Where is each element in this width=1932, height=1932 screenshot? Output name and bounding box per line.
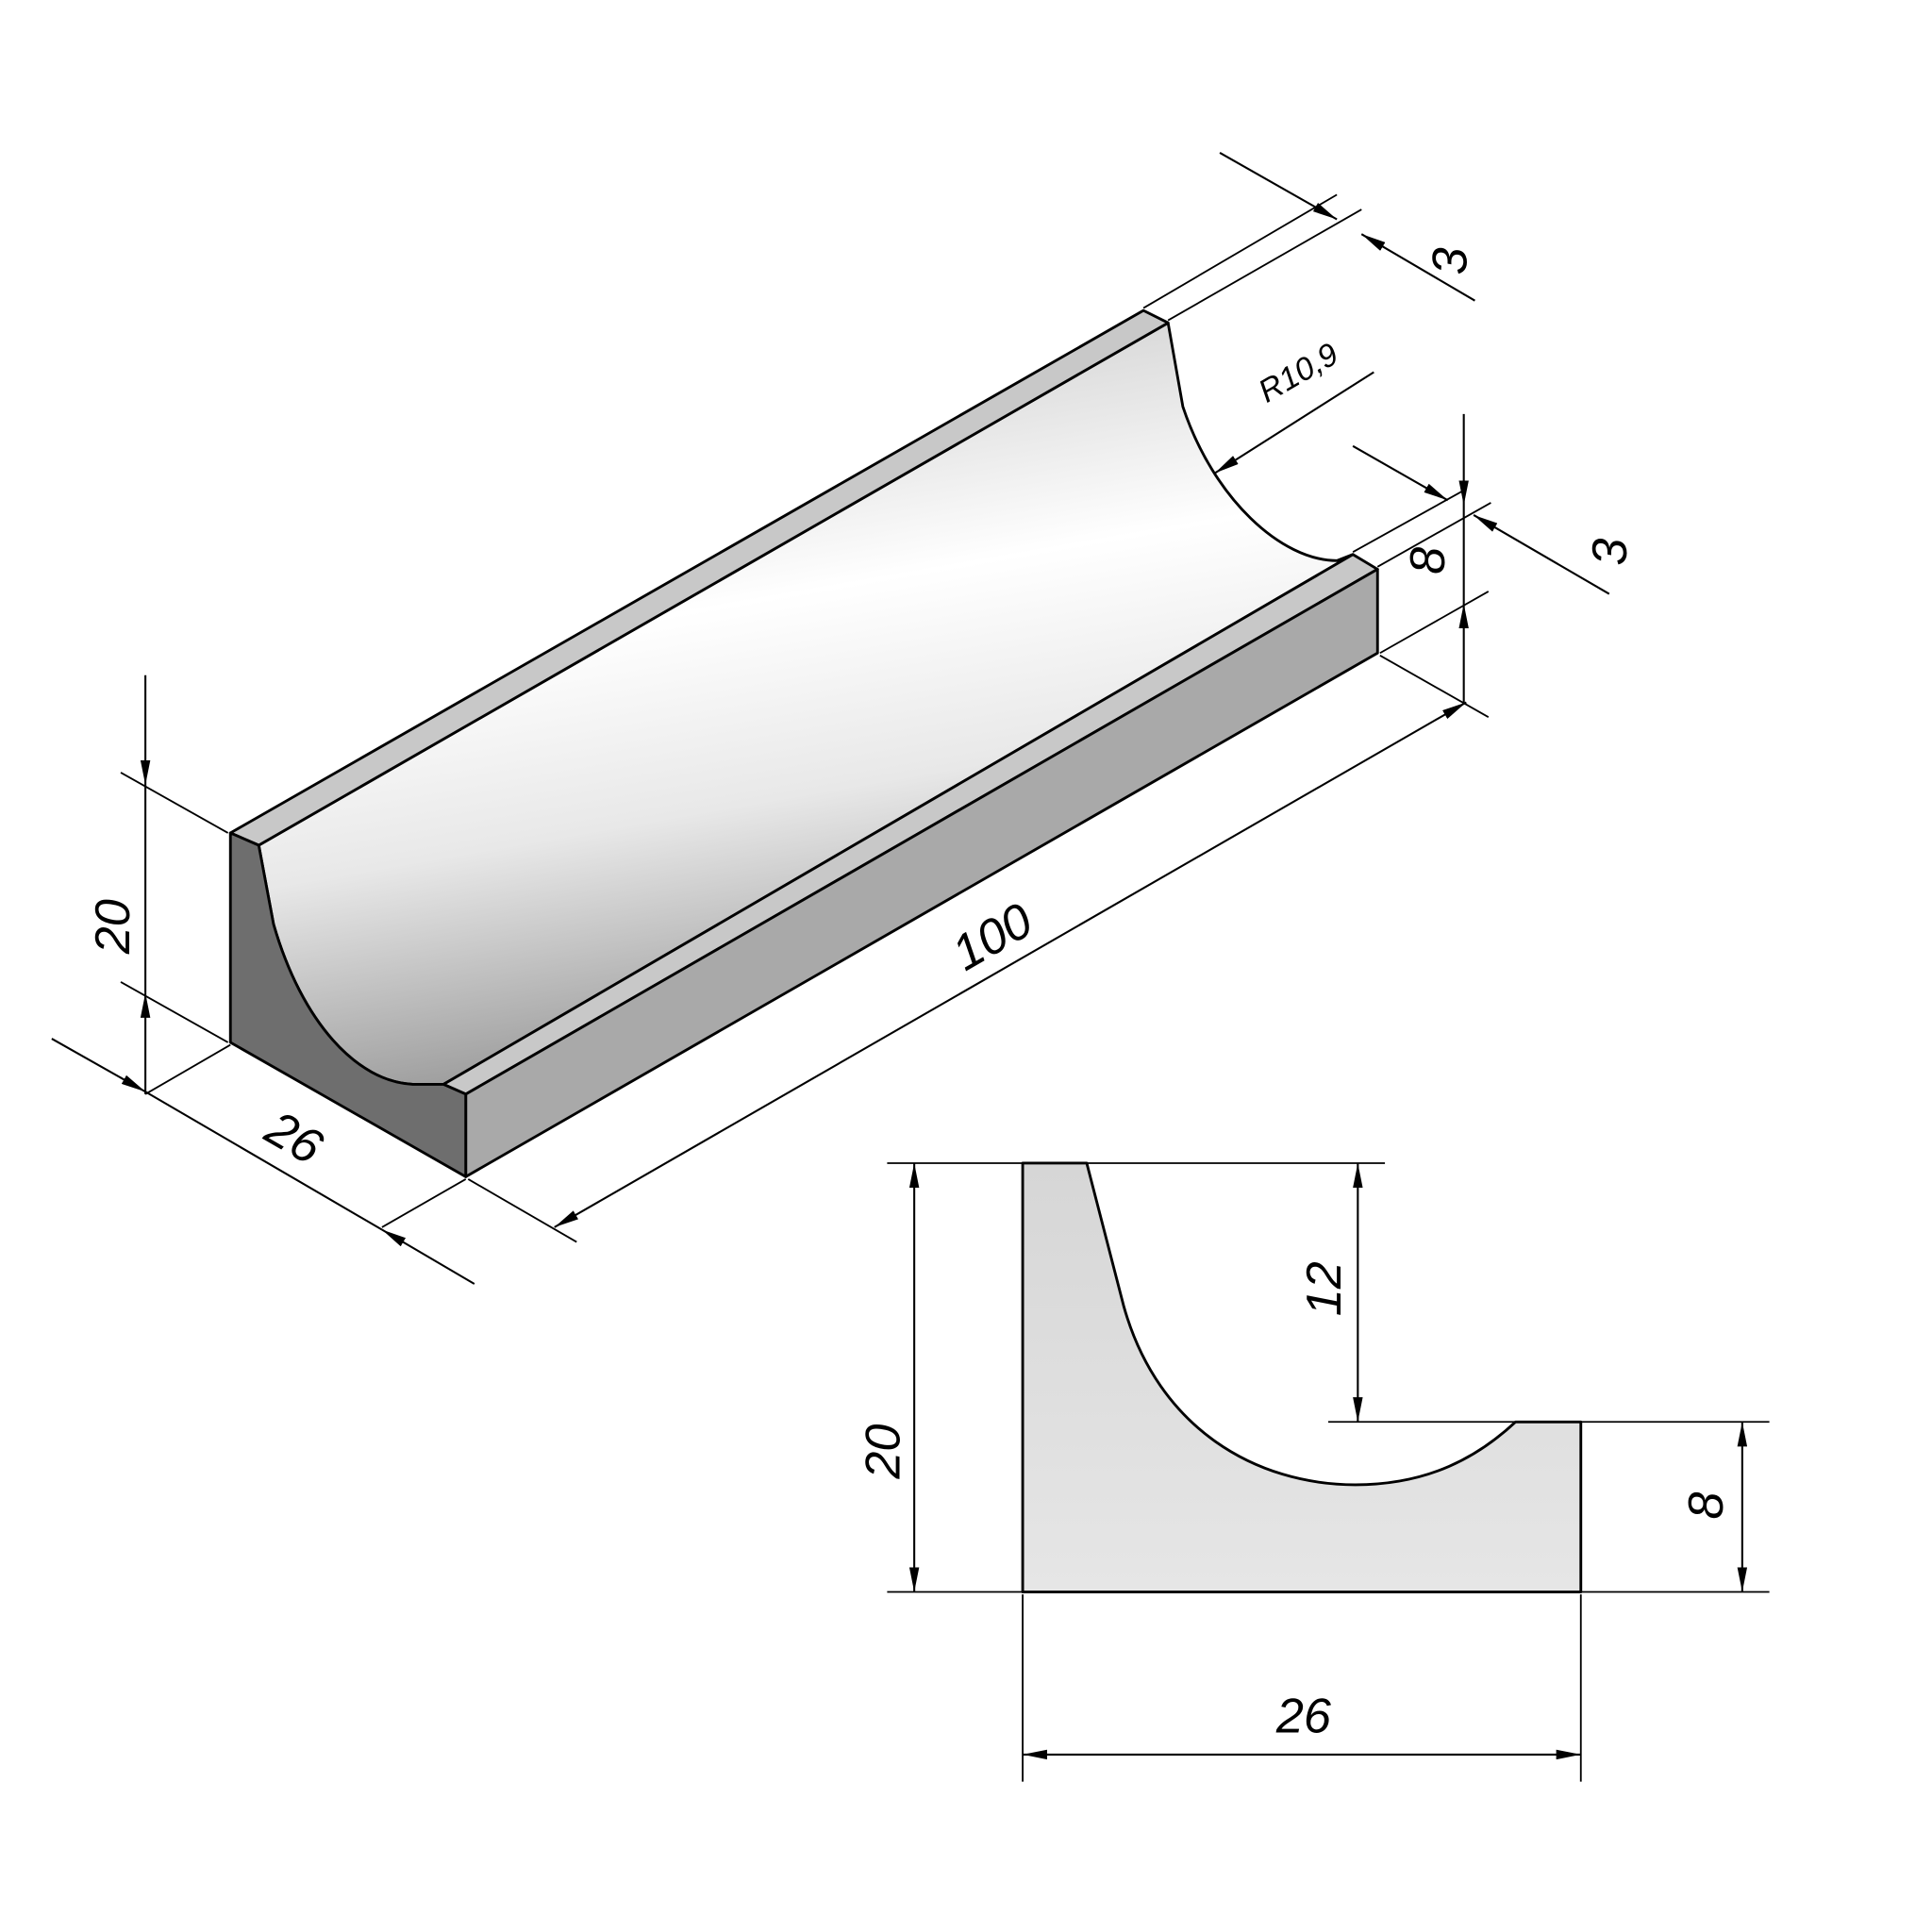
isometric-view [228, 308, 1379, 1178]
iso-width-label: 26 [256, 1100, 332, 1175]
cross-section [1021, 1161, 1583, 1593]
iso-front-rim-label: 3 [1583, 539, 1638, 566]
section-view: 20 12 8 26 [856, 1161, 1770, 1782]
section-width-label: 26 [1275, 1689, 1332, 1743]
section-height-label: 20 [856, 1424, 910, 1480]
iso-height-label: 20 [86, 899, 141, 955]
iso-length-label: 100 [943, 893, 1041, 982]
end-face [228, 831, 468, 1178]
section-channel-depth-label: 12 [1297, 1261, 1352, 1316]
iso-front-height-label: 8 [1401, 547, 1456, 575]
section-front-height-label: 8 [1679, 1492, 1734, 1520]
iso-back-rim-label: 3 [1423, 247, 1477, 275]
